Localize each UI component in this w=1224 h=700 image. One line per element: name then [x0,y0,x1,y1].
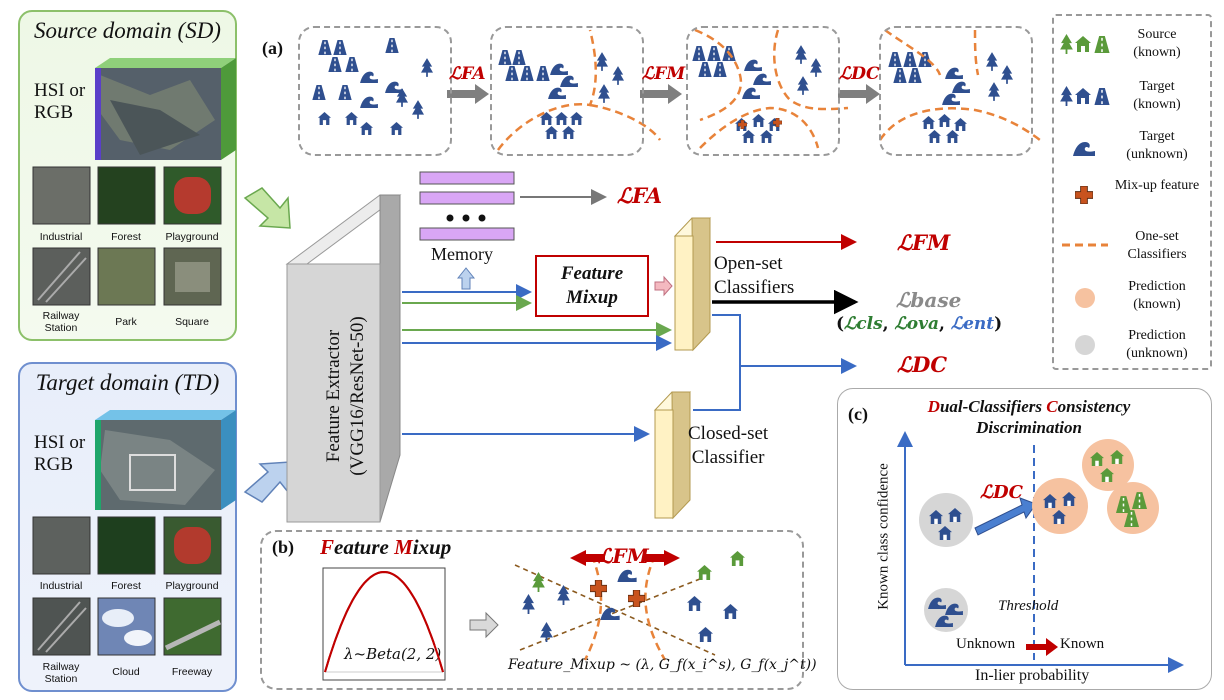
mixup-to-classifier-arrow [654,275,673,297]
mixup-scatter [514,550,745,661]
mixup-formula: Feature_Mixup ~ (λ, G_f(x_i^s), G_f(x_j^… [508,657,817,673]
target-input-arrow [243,461,291,503]
legend-label: One-set Classifiers [1127,229,1187,262]
feature-mixup-label: Feature Mixup [536,262,648,310]
legend-label: Target (unknown) [1126,129,1188,162]
threshold-label: Threshold [998,598,1059,614]
panel-a-arrows [447,84,880,104]
panel-b-loss: ℒFM [598,544,649,568]
loss-base-label: ℒbase [896,288,962,312]
memory-label: Memory [431,244,493,264]
memory-stack [419,171,515,290]
unknown-label: Unknown [956,636,1016,652]
loss-fa-label: ℒFA [617,183,663,208]
source-thumb-label: Playground [165,231,219,243]
source-thumb-label: Square [175,316,209,328]
title-eature: eature [334,535,395,559]
closed-set-label: Closed-set Classifier [688,422,768,470]
source-domain-panel [18,10,237,341]
legend-icons [1060,34,1110,355]
source-thumb-label: Industrial [39,231,83,243]
panel-c-title: Dual-Classifiers Consistency Discriminat… [870,396,1188,438]
comma-2: , [939,314,951,334]
legend-panel [1052,14,1212,370]
closed-set-classifier-block [653,391,692,520]
panel-a-loss-dc: ℒDC [839,64,880,84]
open-set-classifier-block [673,217,712,352]
target-domain-title: Target domain (TD) [35,370,220,395]
target-thumb-label: Railway Station [42,661,80,685]
feature-extractor-line1: Feature Extractor [323,329,344,463]
loss-base-terms: (ℒcls, ℒova, ℒent) [836,314,1002,334]
paren-open: ( [836,314,845,334]
loss-ova: ℒova [894,314,939,334]
target-thumb-label: Cloud [112,666,140,678]
target-domain-panel [18,362,237,692]
panel-b-label: (b) [272,537,294,557]
comma-1: , [882,314,895,334]
target-thumb-label: Freeway [171,666,213,678]
title-ixup: ixup [412,535,452,559]
feature-extractor-line2: (VGG16/ResNet-50) [347,316,368,476]
panel-c-label: (c) [848,404,868,424]
panel-c-plot [897,431,1184,673]
legend-label: Prediction (known) [1128,279,1186,312]
source-thumb-label: Railway Station [42,310,80,334]
closed-set-line1: Closed-set [688,423,769,444]
mixup-process-arrow [469,611,499,639]
source-input-arrow [243,187,291,229]
feature-mixup-panel [260,530,804,690]
cluster-box-initial [298,26,452,156]
closed-set-line2: Classifier [691,447,765,468]
loss-fm-label: ℒFM [897,230,951,255]
title-line2: Discrimination [976,418,1082,437]
legend-label: Source (known) [1133,27,1181,60]
feature-extractor-block [285,194,402,523]
legend-label: Mix-up feature [1114,178,1200,193]
target-thumb-label: Industrial [39,580,83,592]
source-thumb-label: Forest [111,231,141,243]
open-set-label: Open-set Classifiers [714,252,794,300]
x-axis-label: In-lier probability [975,667,1090,684]
target-thumb-label: Forest [111,580,141,592]
feature-mixup-line1: Feature [560,263,624,284]
target-thumb-label: Playground [165,580,219,592]
feature-extractor-label: Feature Extractor (VGG16/ResNet-50) [322,276,370,516]
panel-c-loss: ℒDC [980,482,1023,503]
title-letter-d: D [927,397,940,416]
title-ual: ual-Classifiers [939,397,1047,416]
ldc-output-arrows [693,314,857,411]
title-onsistency: onsistency [1057,397,1131,416]
target-hsi-label: HSI or RGB [34,432,86,475]
cluster-box-after-fm [686,26,840,156]
legend-label: Prediction (unknown) [1126,328,1188,361]
paren-close: ) [994,314,1003,334]
cluster-box-after-dc [879,26,1033,156]
open-set-line2: Classifiers [714,277,795,298]
panel-a-loss-fm: ℒFM [642,64,686,84]
panel-b-title: Feature Mixup [320,535,451,560]
title-letter-c: C [1046,397,1058,416]
feature-mixup-line2: Mixup [566,287,618,308]
title-letter-m: M [394,535,413,559]
cluster-box-after-fa [490,26,644,156]
panel-a-loss-fa: ℒFA [449,64,486,84]
legend-label: Target (known) [1133,79,1181,112]
open-set-line1: Open-set [714,253,783,274]
loss-dc-label: ℒDC [897,352,948,377]
source-domain-title: Source domain (SD) [34,18,221,43]
beta-label: λ~Beta(2, 2) [344,645,442,663]
source-hsi-label: HSI or RGB [34,80,86,123]
loss-cls: ℒcls [844,314,883,334]
panel-a-label: (a) [262,38,283,58]
known-label: Known [1060,636,1105,652]
source-thumb-label: Park [115,316,137,328]
y-axis-label: Known class confidence [875,463,892,610]
classifier-boundaries [496,28,1041,151]
feature-flow-arrows [402,284,672,442]
title-letter-f: F [320,535,335,559]
dual-classifier-panel [837,388,1212,690]
loss-ent: ℒent [950,314,995,334]
feature-mixup-box [535,255,649,317]
